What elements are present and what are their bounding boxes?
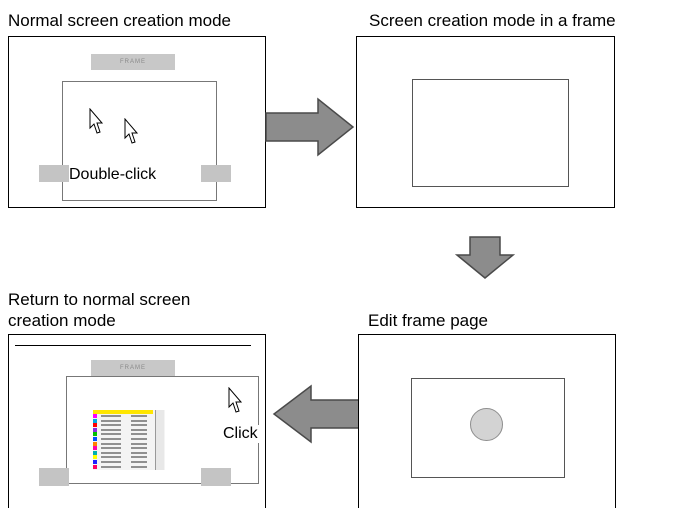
color-swatch [93,432,97,437]
table-cell [131,438,147,440]
caption-frame-mode: Screen creation mode in a frame [369,11,616,30]
frame-mode-panel [356,36,615,208]
table-cell [131,419,147,422]
color-swatch [93,460,97,464]
frame-canvas [411,378,565,478]
gray-block-right [201,165,231,182]
top-line [15,345,251,346]
table-cell [101,433,121,436]
table-scrollbar [155,410,164,470]
table-cell [101,424,121,427]
table-cell [131,456,147,459]
table-cell [101,438,121,440]
table-cell [131,442,147,445]
table-cell [131,428,147,431]
mouse-pointer-icon [124,118,139,144]
frame-label: FRAME [91,54,175,70]
gray-block-right [201,468,231,486]
edit-frame-page-panel [358,334,616,508]
table-header-strip [93,410,153,414]
color-swatch [93,437,97,441]
table-cell [101,456,121,459]
table-cell [131,465,147,468]
color-swatch [93,423,97,428]
color-swatch [93,464,97,469]
table-cell [131,415,147,417]
color-swatch [93,414,97,418]
table-cell [101,419,121,422]
frame-canvas [412,79,569,187]
table-cell [101,415,121,417]
mouse-pointer-icon [228,387,243,413]
table-cell [101,442,121,445]
table-cell [131,424,147,427]
frame-content-table [93,410,165,470]
frame-label: FRAME [91,360,175,376]
double-click-label: Double-click [69,166,157,184]
normal-mode-panel: FRAME Double-click [8,36,266,208]
color-swatch [93,450,97,455]
table-cell [101,447,121,450]
table-cell [131,433,147,436]
circle-shape [470,408,503,441]
mouse-pointer-icon [89,108,104,134]
table-cell [131,461,147,463]
gray-block-left [39,468,69,486]
caption-return-line2: creation mode [8,311,116,330]
table-cell [101,428,121,431]
color-swatch [93,441,97,446]
color-swatch [93,446,97,451]
click-label: Click [222,425,259,443]
color-swatch [93,418,97,423]
table-cell [131,451,147,454]
caption-edit-frame: Edit frame page [368,311,489,330]
color-swatch [93,455,97,460]
gray-block-left [39,165,69,182]
table-cell [101,465,121,468]
return-normal-mode-panel: FRAME Click [8,334,266,508]
color-swatch [93,427,97,432]
caption-return-line1: Return to normal screen [8,290,191,309]
table-cell [101,461,121,463]
caption-normal-mode: Normal screen creation mode [8,11,231,30]
arrow-down-icon [455,236,515,279]
table-cell [131,447,147,450]
arrow-right-icon [265,97,355,157]
table-cell [101,451,121,454]
arrow-left-icon [272,384,362,444]
